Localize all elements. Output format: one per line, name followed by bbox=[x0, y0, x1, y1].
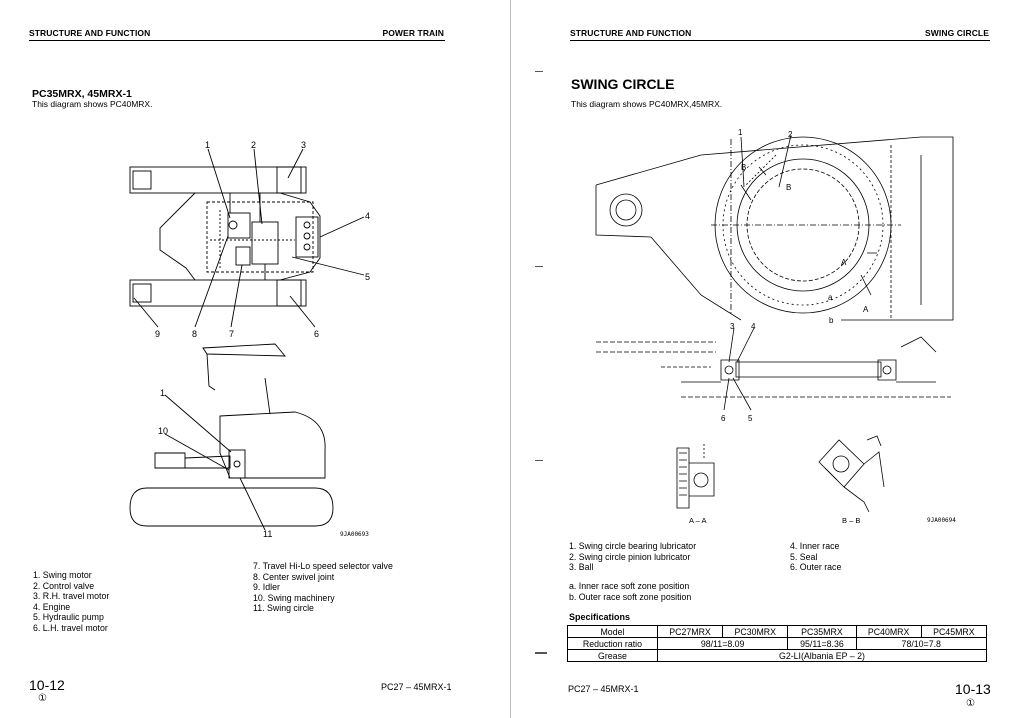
model-range: PC27 – 45MRX-1 bbox=[381, 682, 452, 692]
callout-3: 3 bbox=[301, 140, 306, 150]
header-rule bbox=[29, 40, 445, 42]
table-cell: 95/11=8.36 bbox=[787, 637, 857, 650]
legend-item: 3. Ball bbox=[569, 562, 594, 573]
table-row: Grease G2-LI(Albania EP – 2) bbox=[567, 649, 988, 662]
legend-item: 4. Inner race bbox=[790, 541, 840, 551]
callout-1: 1 bbox=[738, 128, 743, 137]
soft-zone-a: a bbox=[828, 293, 833, 302]
side-callout-1: 1 bbox=[160, 388, 165, 398]
table-cell: G2-LI(Albania EP – 2) bbox=[656, 649, 988, 662]
header-section: STRUCTURE AND FUNCTION bbox=[29, 28, 151, 38]
power-train-side-view-diagram: 1 10 11 bbox=[129, 343, 334, 538]
legend-item: 6. Outer race bbox=[790, 562, 842, 573]
table-row: Model PC27MRX PC30MRX PC35MRX PC40MRX PC… bbox=[567, 625, 988, 638]
legend-item: 11. Swing circle bbox=[253, 603, 314, 614]
section-label-a-a: A – A bbox=[689, 516, 707, 525]
section-mark-a: A bbox=[841, 258, 847, 267]
legend-item: 2. Control valve bbox=[33, 580, 95, 591]
legend-column-1: 1. Swing motor 2. Control valve 3. R.H. … bbox=[33, 570, 109, 634]
legend-item: 6. L.H. travel motor bbox=[33, 622, 108, 633]
legend-column-2: 4. Inner race 5. Seal 6. Outer race bbox=[790, 541, 841, 573]
section-mark-b: B bbox=[741, 163, 746, 172]
page-subtitle: This diagram shows PC40MRX. bbox=[32, 99, 153, 109]
legend-item: 9. Idler bbox=[253, 582, 280, 593]
specifications-table: Model PC27MRX PC30MRX PC35MRX PC40MRX PC… bbox=[567, 625, 988, 662]
soft-zone-b: b bbox=[829, 316, 834, 325]
header-rule bbox=[570, 40, 990, 42]
side-callout-10: 10 bbox=[158, 426, 168, 436]
revision-mark: ① bbox=[38, 693, 47, 704]
legend-item: 1. Swing circle bearing lubricator bbox=[569, 541, 697, 551]
header-group: SWING CIRCLE bbox=[924, 28, 989, 38]
callout-5: 5 bbox=[365, 272, 370, 282]
section-b-b-diagram bbox=[818, 435, 885, 513]
side-callout-11: 11 bbox=[263, 529, 272, 538]
figure-code: 9JA00694 bbox=[927, 517, 956, 524]
section-label-b-b: B – B bbox=[842, 516, 861, 525]
swing-circle-plan-diagram: 1 2 B B A A b a bbox=[595, 128, 954, 325]
table-cell: PC35MRX bbox=[787, 625, 857, 638]
callout-1: 1 bbox=[205, 140, 210, 150]
revision-mark: ① bbox=[966, 698, 975, 709]
legend-item: 3. R.H. travel motor bbox=[33, 591, 110, 602]
table-cell: Model bbox=[567, 625, 658, 638]
model-range: PC27 – 45MRX-1 bbox=[568, 684, 639, 694]
callout-5: 5 bbox=[748, 414, 753, 423]
margin-mark bbox=[535, 71, 543, 72]
specifications-heading: Specifications bbox=[569, 612, 631, 622]
table-cell: 98/11=8.09 bbox=[656, 637, 789, 650]
soft-zone-notes: a. Inner race soft zone position b. Oute… bbox=[569, 581, 691, 602]
callout-2: 2 bbox=[251, 140, 256, 150]
legend-item: 5. Seal bbox=[790, 551, 818, 562]
callout-8: 8 bbox=[192, 329, 197, 339]
legend-item: 4. Engine bbox=[33, 601, 71, 612]
page-title: SWING CIRCLE bbox=[571, 76, 675, 92]
legend-item: 5. Hydraulic pump bbox=[33, 612, 104, 623]
table-cell: Grease bbox=[567, 649, 658, 662]
table-cell: 78/10=7.8 bbox=[855, 637, 987, 650]
legend-item: 2. Swing circle pinion lubricator bbox=[569, 551, 691, 562]
page-subtitle: This diagram shows PC40MRX,45MRX. bbox=[571, 99, 723, 109]
section-a-a-diagram bbox=[676, 444, 715, 509]
callout-4: 4 bbox=[365, 211, 370, 221]
header-group: POWER TRAIN bbox=[382, 28, 444, 38]
legend-item: 8. Center swivel joint bbox=[253, 571, 335, 582]
callout-9: 9 bbox=[155, 329, 160, 339]
margin-mark bbox=[535, 460, 543, 461]
callout-6: 6 bbox=[721, 414, 726, 423]
page-gutter bbox=[510, 0, 511, 718]
margin-mark bbox=[535, 652, 547, 654]
power-train-top-view-diagram: 1 2 3 4 5 6 7 8 9 bbox=[129, 140, 370, 339]
table-cell: PC27MRX bbox=[656, 625, 724, 638]
legend-item: 1. Swing motor bbox=[33, 570, 92, 580]
page-title: PC35MRX, 45MRX-1 bbox=[32, 88, 132, 100]
table-row: Reduction ratio 98/11=8.09 95/11=8.36 78… bbox=[567, 637, 987, 650]
callout-7: 7 bbox=[229, 329, 234, 339]
left-page: STRUCTURE AND FUNCTION POWER TRAIN PC35M… bbox=[0, 0, 510, 718]
legend-item: 10. Swing machinery bbox=[253, 592, 335, 603]
note-item: b. Outer race soft zone position bbox=[569, 591, 692, 602]
table-cell: Reduction ratio bbox=[567, 637, 658, 650]
legend-item: 7. Travel Hi-Lo speed selector valve bbox=[253, 561, 393, 571]
callout-4: 4 bbox=[751, 322, 756, 331]
figure-code: 9JA00693 bbox=[340, 531, 369, 538]
table-cell: PC40MRX bbox=[855, 625, 922, 638]
legend-column-1: 1. Swing circle bearing lubricator 2. Sw… bbox=[569, 541, 696, 573]
callout-6: 6 bbox=[314, 329, 319, 339]
page-number: 10-12 bbox=[29, 677, 65, 693]
callout-3: 3 bbox=[730, 322, 735, 331]
section-mark-a: A bbox=[863, 305, 869, 314]
section-mark-b: B bbox=[786, 183, 791, 192]
margin-mark bbox=[535, 266, 543, 267]
right-page: STRUCTURE AND FUNCTION SWING CIRCLE SWIN… bbox=[511, 0, 1024, 718]
page-number: 10-13 bbox=[955, 681, 991, 697]
note-item: a. Inner race soft zone position bbox=[569, 581, 690, 591]
table-cell: PC45MRX bbox=[920, 625, 988, 638]
callout-2: 2 bbox=[788, 130, 793, 139]
header-section: STRUCTURE AND FUNCTION bbox=[570, 28, 692, 38]
swing-circle-section-diagram: 3 4 6 5 bbox=[596, 322, 951, 423]
table-cell: PC30MRX bbox=[722, 625, 789, 638]
legend-column-2: 7. Travel Hi-Lo speed selector valve 8. … bbox=[253, 561, 393, 614]
